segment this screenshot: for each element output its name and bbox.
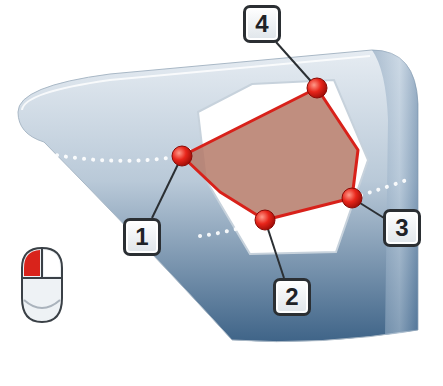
- leader-lines: [152, 42, 384, 278]
- mouse-icon: [22, 248, 62, 322]
- patch-region: [182, 88, 358, 220]
- sheet-bend: [372, 50, 418, 335]
- callout-number: 1: [123, 218, 161, 256]
- callout-number: 2: [273, 278, 311, 316]
- pick-points: [172, 78, 362, 230]
- curved-sheet: [18, 50, 418, 342]
- callout-number: 4: [243, 5, 281, 43]
- callout-number: 3: [383, 209, 421, 247]
